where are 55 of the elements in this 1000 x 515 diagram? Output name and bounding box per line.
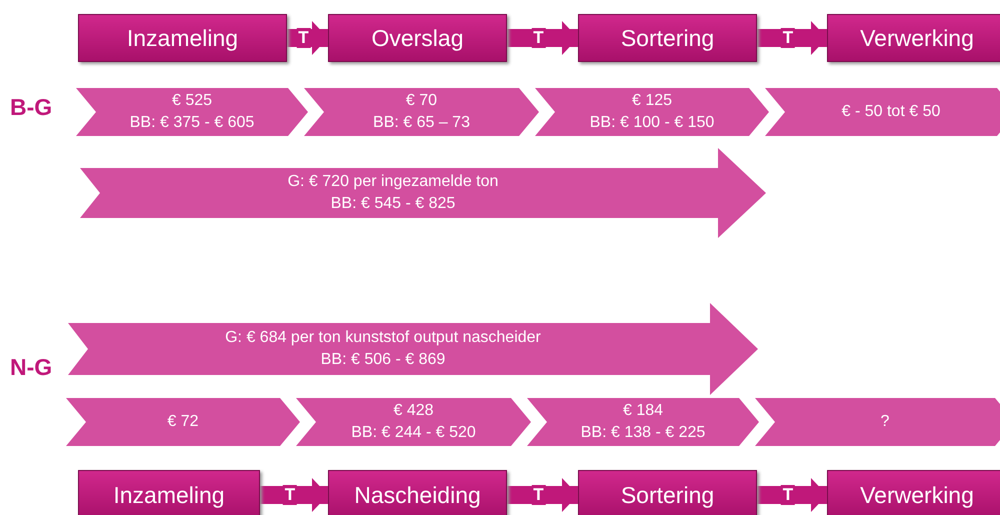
- arrow: [287, 21, 328, 55]
- cost-text: BB: € 244 - € 520: [351, 423, 476, 443]
- cost-text: BB: € 545 - € 825: [330, 194, 456, 214]
- process-box: [578, 470, 757, 515]
- cost-text: € 184: [622, 401, 664, 421]
- process-box: [328, 470, 507, 515]
- process-box: [827, 470, 1000, 515]
- edge-label: T: [282, 485, 298, 505]
- chevron-segment: [296, 398, 531, 446]
- step-title: Verwerking: [860, 482, 974, 508]
- step-title: Inzameling: [113, 482, 225, 508]
- cost-text: G: € 684 per ton kunststof output nascheider: [225, 328, 541, 348]
- step-title: Overslag: [371, 24, 464, 52]
- cost-text: € 72: [167, 412, 199, 432]
- cost-text: € 428: [393, 401, 434, 421]
- cost-text: BB: € 138 - € 225: [580, 423, 706, 443]
- step-title: Inzameling: [126, 24, 238, 52]
- cost-text: € 525: [172, 91, 212, 111]
- process-box: [78, 14, 287, 62]
- cost-text: BB: € 100 - € 150: [590, 113, 714, 133]
- edge-label: T: [780, 485, 796, 505]
- edge-label: T: [296, 28, 311, 48]
- cost-text: € - 50 tot € 50: [842, 102, 940, 122]
- cost-text: € 70: [406, 91, 438, 111]
- arrow: [757, 21, 827, 55]
- edge-label: T: [531, 28, 546, 48]
- chevron-segment: [527, 398, 759, 446]
- row-label: N-G: [10, 354, 52, 381]
- cost-text: ?: [880, 412, 890, 432]
- cost-text: BB: € 65 – 73: [373, 113, 470, 133]
- chevron-segment: [66, 398, 300, 446]
- chevron-segment: [76, 88, 308, 136]
- arrow: [260, 478, 328, 512]
- cost-text: BB: € 506 - € 869: [320, 350, 446, 370]
- cost-text: € 125: [632, 91, 672, 111]
- chevron-segment: [535, 88, 769, 136]
- process-box: [827, 14, 1000, 62]
- step-title: Sortering: [620, 482, 714, 508]
- chevron-segment: [304, 88, 539, 136]
- cost-text: BB: € 375 - € 605: [130, 113, 254, 133]
- edge-label: T: [780, 28, 796, 48]
- edge-label: T: [531, 485, 546, 505]
- row-label: B-G: [10, 94, 52, 121]
- process-box: [578, 14, 757, 62]
- chevron-segment: [765, 88, 1000, 136]
- process-box: [328, 14, 507, 62]
- arrow: [507, 478, 578, 512]
- process-box: [78, 470, 260, 515]
- step-title: Nascheiding: [354, 482, 481, 508]
- arrow: [757, 478, 827, 512]
- cost-text: G: € 720 per ingezamelde ton: [288, 172, 498, 192]
- step-title: Sortering: [620, 24, 714, 52]
- arrow: [507, 21, 578, 55]
- chevron-segment: [755, 398, 1000, 446]
- step-title: Verwerking: [860, 24, 974, 52]
